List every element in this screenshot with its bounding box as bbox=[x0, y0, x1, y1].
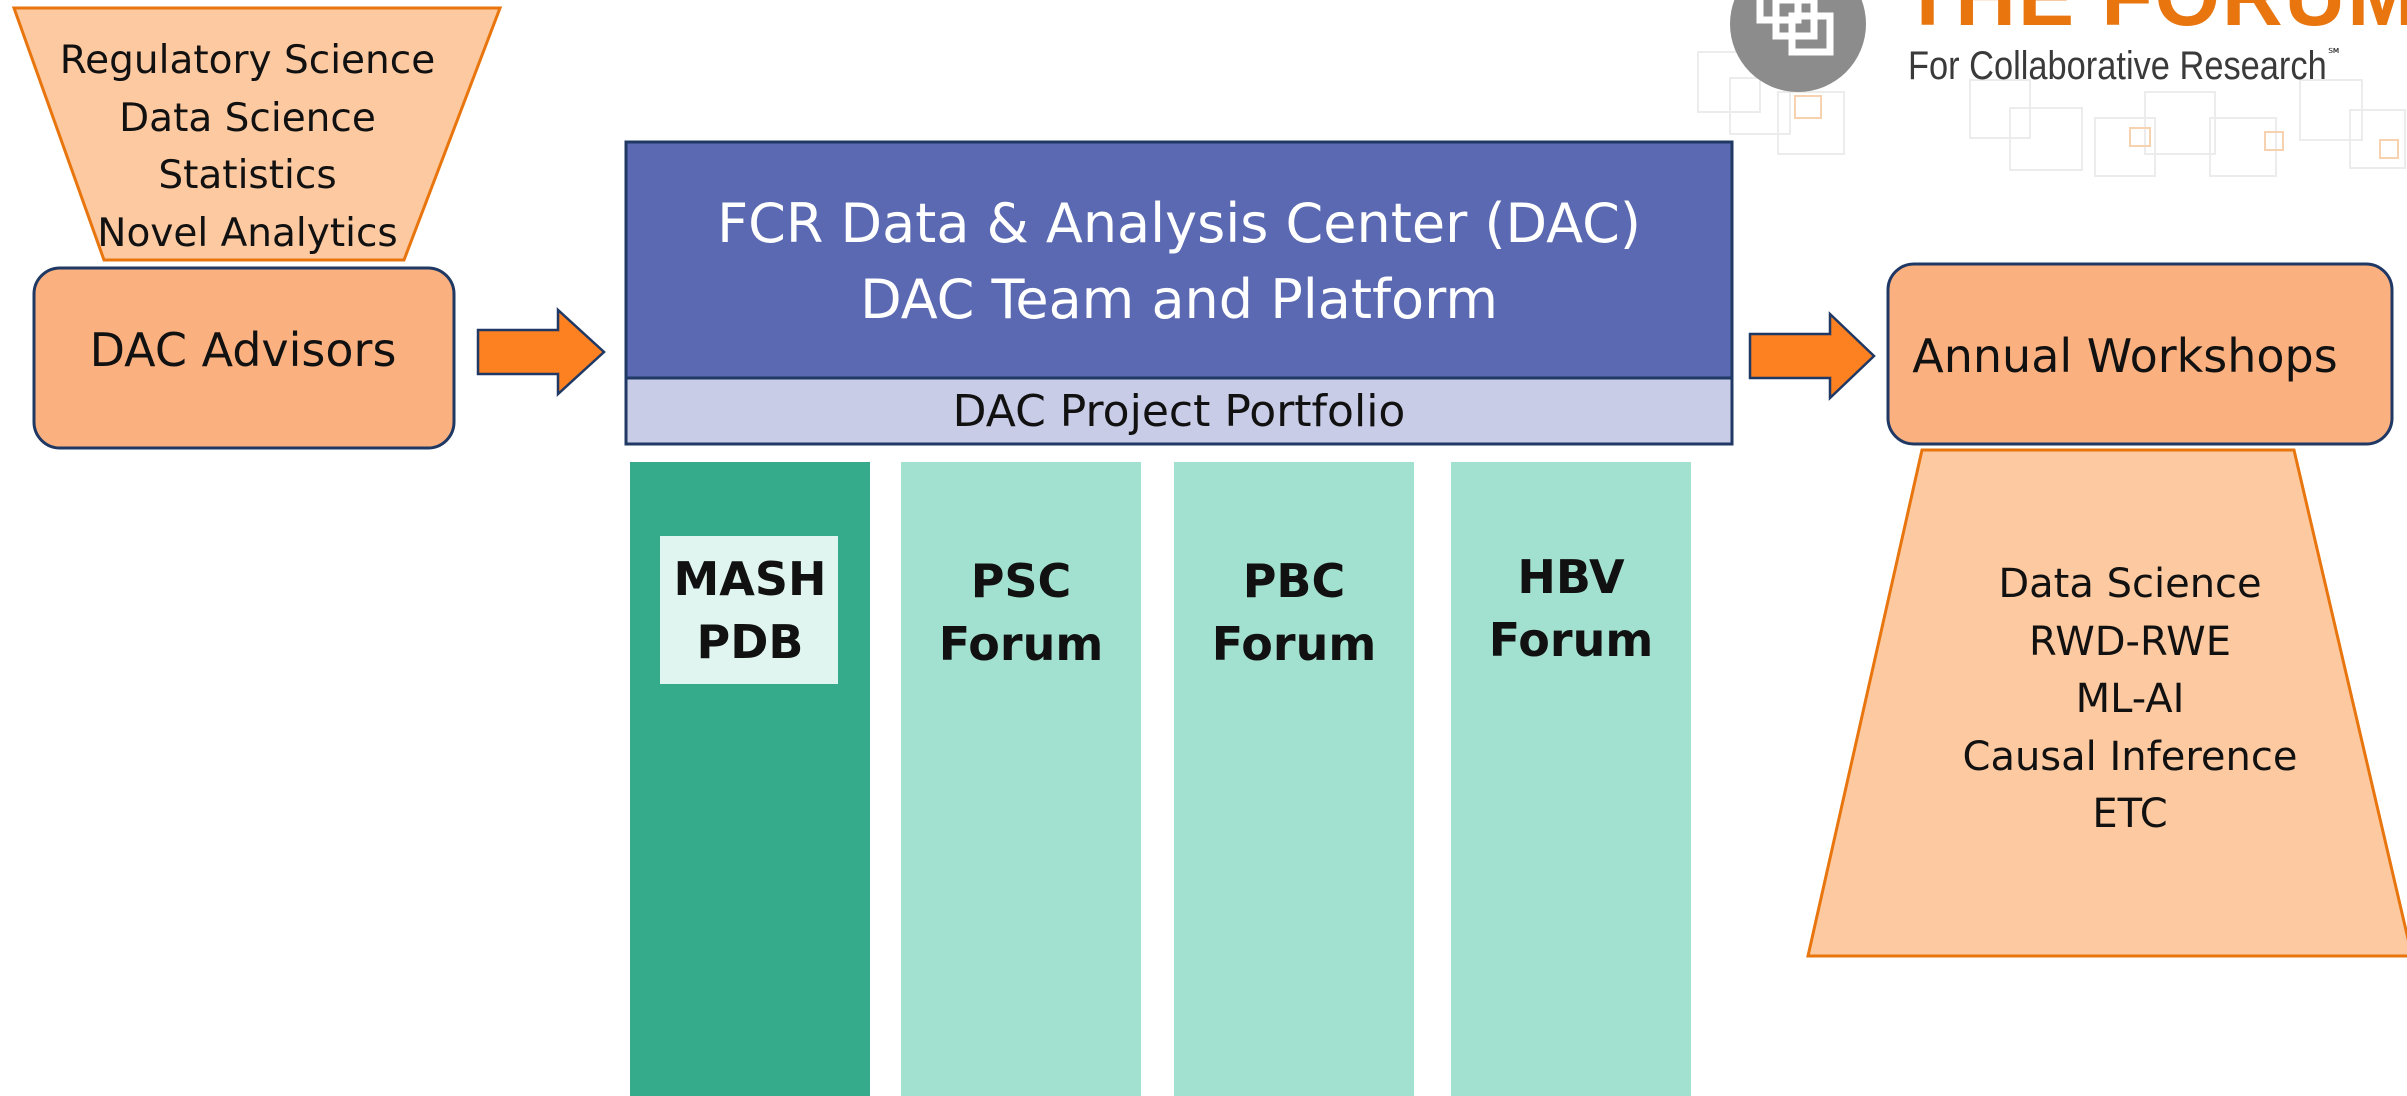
dac-portfolio-bar bbox=[624, 376, 1734, 446]
left-topics-funnel bbox=[11, 6, 503, 262]
annual-workshops-label: Annual Workshops bbox=[1912, 329, 2338, 383]
project-column-mash: MASH PDB bbox=[630, 462, 870, 1096]
dac-center-box bbox=[624, 140, 1734, 380]
topic-item: ETC bbox=[2092, 791, 2168, 837]
left-topics-list: Regulatory Science Data Science Statisti… bbox=[20, 32, 475, 262]
topic-item: Statistics bbox=[158, 153, 337, 198]
project-label-line2: Forum bbox=[1488, 613, 1654, 667]
topic-item: Data Science bbox=[119, 95, 376, 141]
forum-logo: THE FORUM For Collaborative Research℠ bbox=[1690, 0, 2407, 200]
right-topics-list: Data Science RWD-RWE ML-AI Causal Infere… bbox=[1900, 556, 2360, 844]
project-label-pbc: PBC Forum bbox=[1174, 550, 1414, 676]
arrow-right-icon bbox=[476, 307, 606, 397]
project-label-psc: PSC Forum bbox=[901, 550, 1141, 676]
project-label-line1: HBV bbox=[1517, 550, 1625, 604]
project-label-line1: PBC bbox=[1242, 554, 1346, 608]
right-topics-funnel bbox=[1806, 448, 2407, 958]
project-label-line1: MASH bbox=[673, 552, 827, 606]
mash-label-box bbox=[660, 536, 838, 684]
dac-advisors-label: DAC Advisors bbox=[89, 323, 397, 377]
annual-workshops-box bbox=[1886, 262, 2394, 446]
dac-title: FCR Data & Analysis Center (DAC) DAC Tea… bbox=[625, 186, 1733, 338]
project-column-pbc: PBC Forum bbox=[1174, 462, 1414, 1096]
logo-subtitle: For Collaborative Research℠ bbox=[1908, 46, 2343, 86]
dac-portfolio-label: DAC Project Portfolio bbox=[952, 386, 1406, 437]
project-label-line1: PSC bbox=[970, 554, 1072, 608]
logo-emblem-icon bbox=[1730, 0, 1866, 92]
dac-title-line1: FCR Data & Analysis Center (DAC) bbox=[717, 192, 1641, 255]
topic-item: Data Science bbox=[1998, 561, 2262, 607]
topic-item: Regulatory Science bbox=[59, 38, 436, 83]
project-label-line2: Forum bbox=[1211, 617, 1377, 671]
logo-watermark-pattern bbox=[1697, 0, 2406, 177]
project-column-psc: PSC Forum bbox=[901, 462, 1141, 1096]
topic-item: Novel Analytics bbox=[97, 210, 398, 256]
topic-item: ML-AI bbox=[2075, 676, 2185, 722]
arrow-right-icon bbox=[1748, 311, 1876, 401]
project-label-line2: PDB bbox=[696, 615, 804, 669]
project-label-line2: Forum bbox=[938, 617, 1104, 671]
project-label-hbv: HBV Forum bbox=[1451, 546, 1691, 672]
logo-subtitle-text: For Collaborative Research bbox=[1908, 44, 2327, 88]
project-column-hbv: HBV Forum bbox=[1451, 462, 1691, 1096]
topic-item: RWD-RWE bbox=[2029, 618, 2231, 665]
dac-advisors-box bbox=[32, 266, 456, 450]
topic-item: Causal Inference bbox=[1962, 733, 2298, 780]
logo-title: THE FORUM bbox=[1902, 0, 2407, 38]
service-mark: ℠ bbox=[2326, 45, 2343, 65]
project-label-mash: MASH PDB bbox=[630, 548, 870, 674]
dac-title-line2: DAC Team and Platform bbox=[860, 268, 1498, 331]
